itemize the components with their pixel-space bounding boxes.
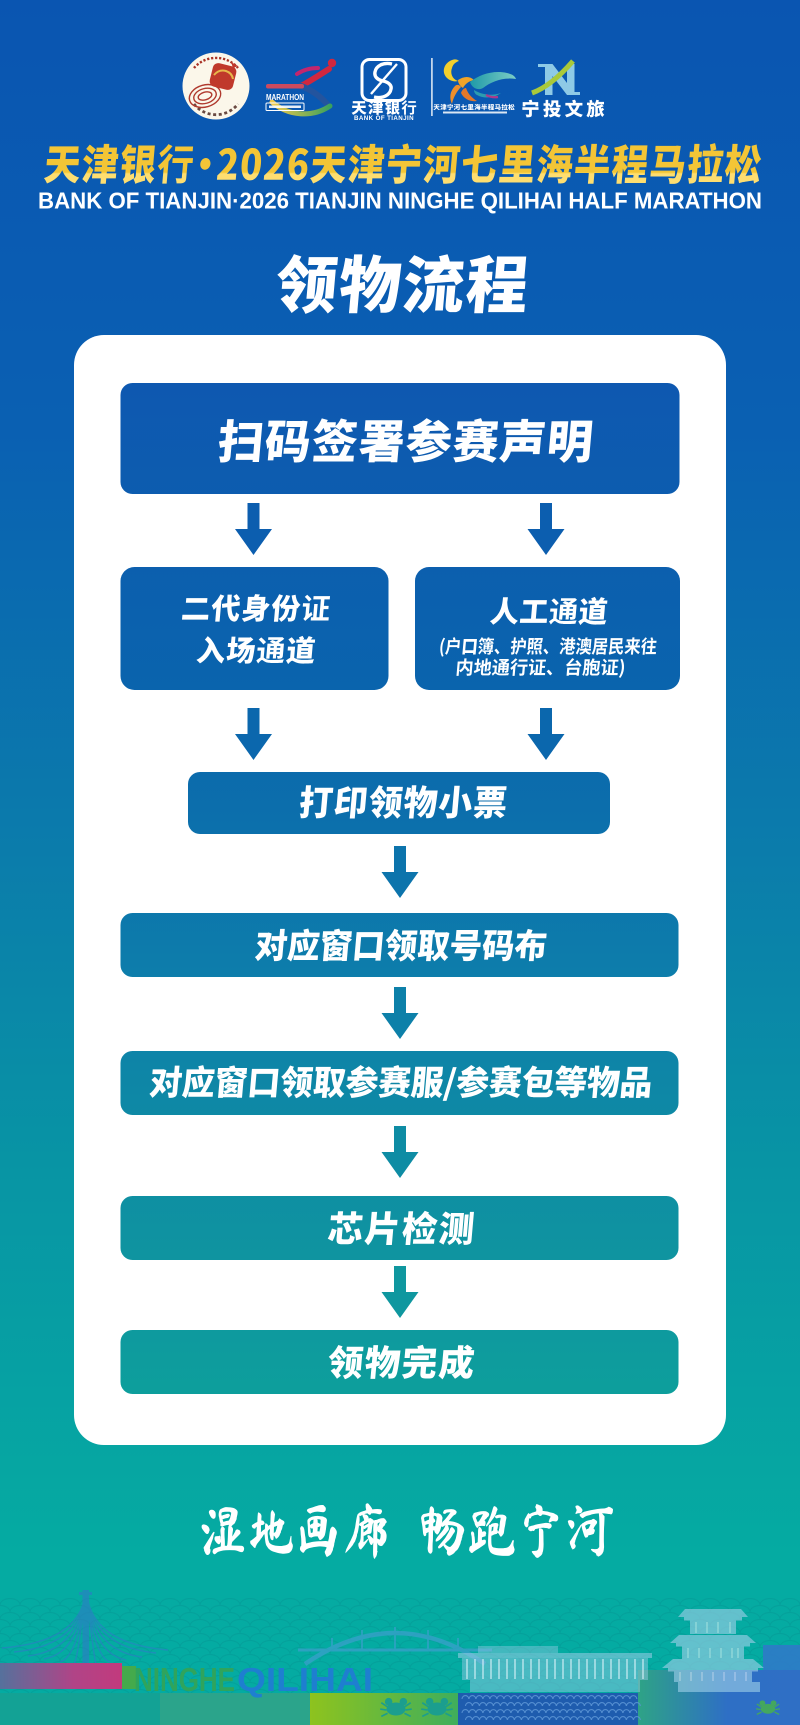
svg-text:NINGHE: NINGHE: [134, 1661, 235, 1698]
svg-text:MARATHON: MARATHON: [266, 92, 304, 102]
svg-text:BANK OF TIANJIN: BANK OF TIANJIN: [354, 115, 414, 122]
svg-text:QILIHAI: QILIHAI: [237, 1661, 373, 1698]
svg-text:BANK OF TIANJIN·2026 TIANJIN N: BANK OF TIANJIN·2026 TIANJIN NINGHE QILI…: [38, 188, 762, 214]
